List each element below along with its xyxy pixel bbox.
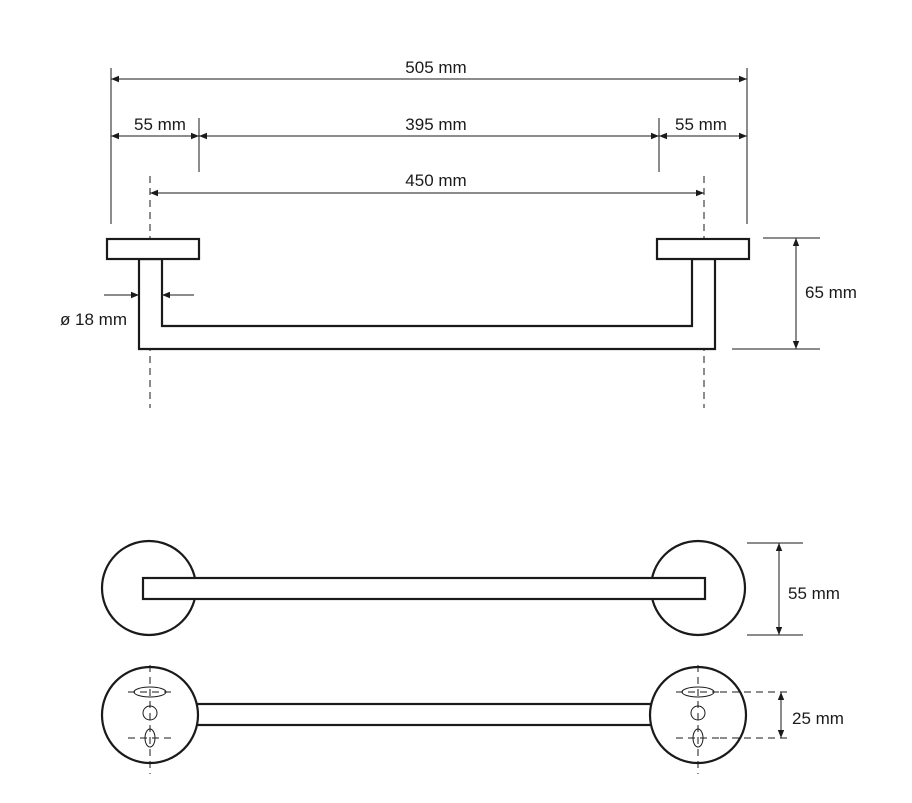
- left-slot-vertical: [144, 728, 156, 748]
- bar-span-label: 395 mm: [405, 115, 466, 134]
- towel-bar-top: [141, 576, 707, 601]
- right-slot-horizontal: [681, 686, 715, 698]
- towel-bar-back: [188, 702, 662, 727]
- hole-spacing-label: 25 mm: [792, 709, 844, 728]
- towel-bar-body: [137, 257, 717, 351]
- right-slot-vertical: [692, 728, 704, 748]
- left-center-hole: [142, 705, 158, 721]
- right-flange: [655, 237, 751, 261]
- front-view: 505 mm 55 mm 395 mm 55 mm 450 mm ø 18 mm…: [60, 58, 857, 408]
- projection-depth-label: 65 mm: [805, 283, 857, 302]
- back-view: 25 mm: [100, 665, 844, 774]
- center-distance-label: 450 mm: [405, 171, 466, 190]
- left-flange: [105, 237, 201, 261]
- right-flange-label: 55 mm: [675, 115, 727, 134]
- left-slot-horizontal: [133, 686, 167, 698]
- left-flange-label: 55 mm: [134, 115, 186, 134]
- tube-diameter-label: ø 18 mm: [60, 310, 127, 329]
- overall-width-label: 505 mm: [405, 58, 466, 77]
- top-view: 55 mm: [100, 539, 840, 637]
- flange-diameter-label: 55 mm: [788, 584, 840, 603]
- right-center-hole: [690, 705, 706, 721]
